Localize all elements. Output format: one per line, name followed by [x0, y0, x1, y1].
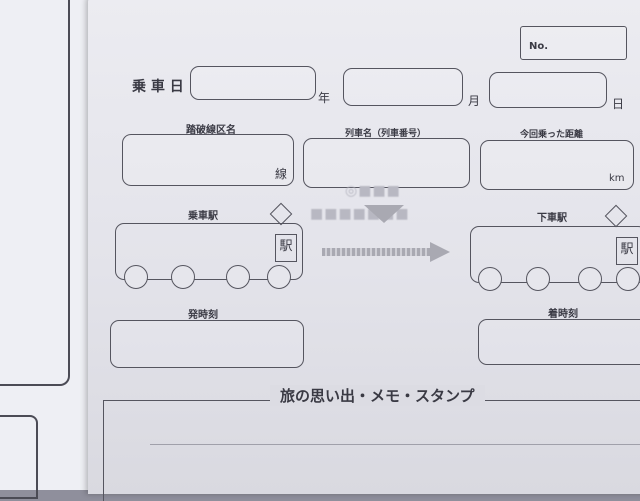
train-name-field[interactable] [303, 138, 470, 188]
alighting-wheel-icon [478, 267, 502, 291]
train-name-label: 列車名（列車番号） [345, 129, 427, 139]
year-unit: 年 [318, 91, 331, 105]
memo-title: 旅の思い出・メモ・スタンプ [270, 385, 485, 406]
boarding-station-label: 乗車駅 [188, 211, 218, 222]
ticket-number-box[interactable]: No. [520, 26, 627, 60]
arrival-time-label: 着時刻 [548, 309, 578, 320]
alighting-station-mark: 駅 [616, 237, 638, 265]
alighting-wheel-icon [616, 267, 640, 291]
left-page [0, 0, 89, 499]
direction-arrow-icon [430, 242, 450, 262]
boarding-wheel-icon [171, 265, 195, 289]
boarding-wheel-icon [124, 265, 148, 289]
distance-label: 今回乗った距離 [520, 130, 584, 140]
day-field[interactable] [489, 72, 607, 108]
month-unit: 月 [468, 94, 481, 108]
distance-unit: km [609, 173, 625, 184]
boarding-wheel-icon [267, 265, 291, 289]
boarding-station-mark: 駅 [275, 234, 297, 262]
line-name-field[interactable]: 線 [122, 134, 294, 186]
line-name-unit: 線 [275, 167, 288, 181]
left-page-frame [0, 0, 70, 386]
alighting-wheel-icon [526, 267, 550, 291]
memo-writing-line [150, 444, 640, 445]
ride-date-label: 乗 車 日 [132, 79, 184, 95]
center-down-triangle [364, 205, 404, 223]
alighting-train-box[interactable]: 駅 [470, 226, 640, 283]
direction-arrow-body [322, 248, 432, 256]
boarding-train-box[interactable]: 駅 [115, 223, 303, 280]
year-field[interactable] [190, 66, 316, 100]
memo-frame [103, 400, 640, 501]
month-field[interactable] [343, 68, 463, 106]
alighting-station-label: 下車駅 [537, 213, 567, 224]
faded-print-mark: ◎■■■ [345, 183, 401, 199]
left-page-frame-lower [0, 415, 38, 499]
departure-time-field[interactable] [110, 320, 304, 368]
day-unit: 日 [612, 97, 625, 111]
departure-time-label: 発時刻 [188, 310, 218, 321]
arrival-time-field[interactable] [478, 319, 640, 365]
ticket-number-label: No. [529, 41, 549, 52]
ticket-record-page [88, 0, 640, 494]
line-name-label: 踏破線区名 [186, 125, 236, 136]
alighting-wheel-icon [578, 267, 602, 291]
distance-field[interactable]: km [480, 140, 634, 190]
boarding-wheel-icon [226, 265, 250, 289]
